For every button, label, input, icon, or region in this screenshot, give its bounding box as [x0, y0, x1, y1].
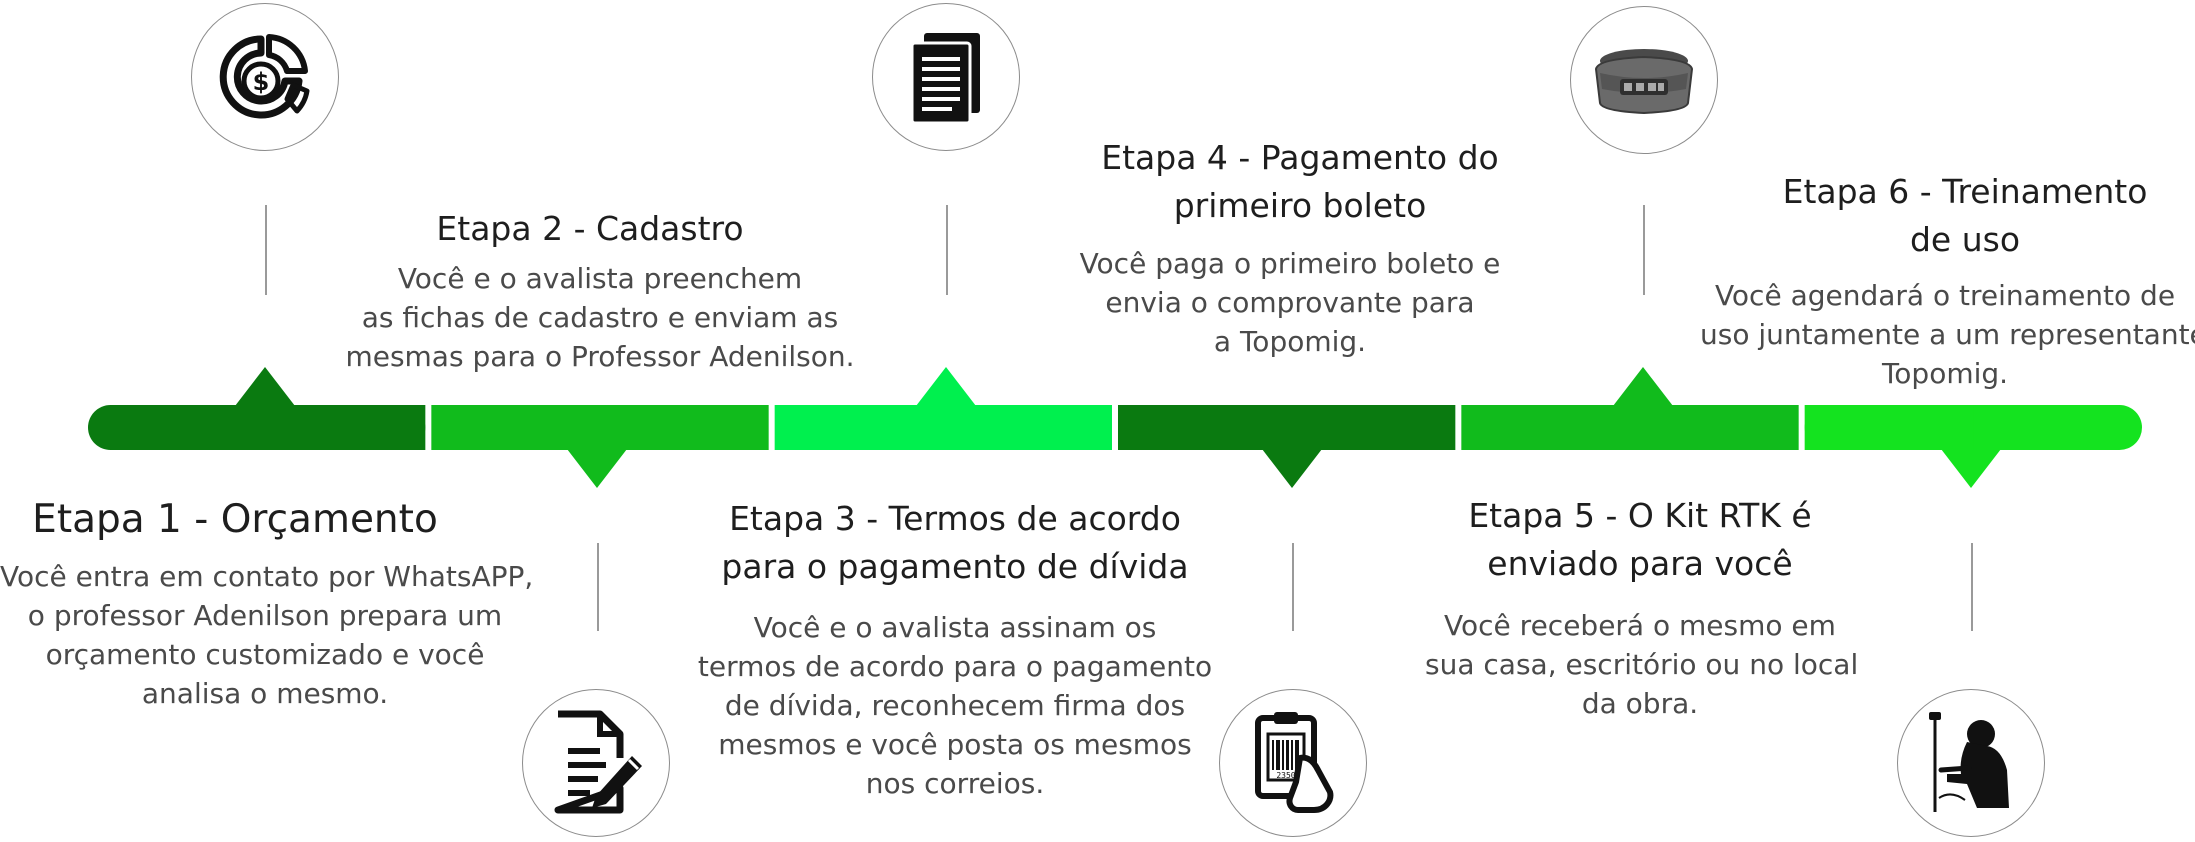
step-1-stem: [265, 205, 267, 295]
step-3-title: Etapa 3 - Termos de acordo para o pagame…: [721, 499, 1189, 586]
documents-icon: [910, 33, 980, 125]
money-chart-icon: $: [219, 34, 310, 119]
step-1-icon-circle: $: [191, 3, 339, 151]
gnss-receiver-icon: [1594, 49, 1694, 115]
document-edit-icon: [554, 710, 642, 814]
step-3-stem: [946, 205, 948, 295]
step-4-title: Etapa 4 - Pagamento do primeiro boleto: [1101, 138, 1499, 225]
timeline-pointer-3: [916, 367, 976, 406]
step-4-stem: [1292, 543, 1294, 631]
svg-text:$: $: [253, 68, 270, 96]
step-6-title: Etapa 6 - Treinamento de uso: [1782, 172, 2148, 259]
barcode-payment-icon: 2350: [1255, 712, 1334, 813]
step-1-text: Você entra em contato por WhatsAPP, o pr…: [0, 560, 534, 710]
step-6-icon-circle: [1897, 689, 2045, 837]
timeline-pointer-1: [235, 367, 295, 406]
timeline-pointer-4: [1262, 449, 1322, 488]
timeline-segment-1-fill: [256, 405, 426, 450]
timeline-pointer-2: [567, 449, 627, 488]
timeline-pointer-5: [1613, 367, 1673, 406]
timeline-segment-5: [1461, 405, 1799, 450]
svg-text:2350: 2350: [1276, 771, 1295, 780]
timeline-segment-3: [774, 405, 1112, 450]
timeline-segment-4: [1118, 405, 1456, 450]
timeline-pointer-6: [1941, 449, 2001, 488]
timeline-segment-2: [431, 405, 769, 450]
step-2-stem: [597, 543, 599, 631]
step-5-stem: [1643, 205, 1645, 295]
step-6-text: Você agendará o treinamento de uso junta…: [1700, 279, 2195, 390]
step-3-icon-circle: [872, 3, 1020, 151]
timeline-segments: [88, 367, 2142, 488]
surveyor-icon: [1929, 712, 2009, 812]
step-5-text: Você receberá o mesmo em sua casa, escri…: [1425, 609, 1859, 720]
step-6-stem: [1971, 543, 1973, 631]
step-2-title: Etapa 2 - Cadastro: [436, 209, 744, 248]
timeline-segment-6-fill: [1804, 405, 1974, 450]
step-2-text: Você e o avalista preenchem as fichas de…: [345, 262, 855, 373]
step-4-icon-circle: 2350: [1219, 689, 1367, 837]
step-5-title: Etapa 5 - O Kit RTK é enviado para você: [1468, 496, 1812, 583]
step-1-title: Etapa 1 - Orçamento: [32, 497, 438, 542]
step-5-icon-circle: [1570, 6, 1718, 154]
step-4-text: Você paga o primeiro boleto e envia o co…: [1079, 247, 1501, 358]
step-3-text: Você e o avalista assinam os termos de a…: [697, 611, 1213, 800]
step-2-icon-circle: [522, 689, 670, 837]
